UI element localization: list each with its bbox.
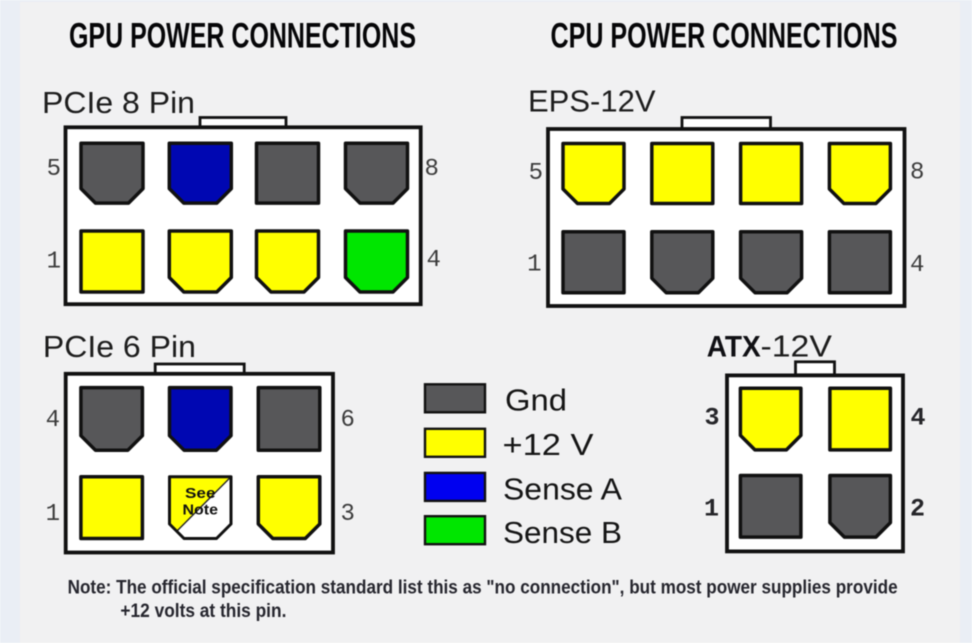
svg-text:6: 6 [341, 407, 355, 434]
svg-text:4: 4 [910, 252, 924, 279]
svg-text:Note: The official specificati: Note: The official specification standar… [68, 577, 898, 598]
svg-text:1: 1 [704, 495, 719, 524]
svg-text:Gnd: Gnd [505, 382, 567, 417]
svg-text:4: 4 [46, 407, 60, 434]
svg-text:Sense A: Sense A [503, 471, 622, 506]
svg-text:5: 5 [529, 160, 543, 187]
svg-text:1: 1 [527, 252, 541, 279]
svg-text:ATX: ATX [707, 331, 761, 364]
svg-text:PCIe 6 Pin: PCIe 6 Pin [43, 329, 196, 364]
svg-text:+12 volts at this pin.: +12 volts at this pin. [120, 601, 286, 622]
svg-text:4: 4 [427, 247, 441, 274]
svg-text:3: 3 [704, 404, 719, 433]
svg-text:3: 3 [341, 501, 355, 528]
svg-text:Sense B: Sense B [503, 515, 622, 550]
svg-text:1: 1 [47, 249, 61, 276]
svg-text:1: 1 [46, 501, 60, 528]
svg-text:+12 V: +12 V [503, 427, 594, 462]
svg-text:Note: Note [183, 503, 219, 519]
svg-text:GPU POWER CONNECTIONS: GPU POWER CONNECTIONS [69, 16, 416, 55]
svg-text:CPU POWER CONNECTIONS: CPU POWER CONNECTIONS [551, 16, 898, 55]
svg-text:8: 8 [910, 160, 924, 187]
svg-text:8: 8 [425, 156, 439, 183]
svg-text:4: 4 [911, 404, 926, 433]
svg-text:See: See [185, 486, 216, 502]
svg-text:-12V: -12V [761, 329, 833, 364]
svg-text:EPS-12V: EPS-12V [528, 84, 656, 119]
svg-text:5: 5 [47, 156, 61, 183]
svg-text:PCIe 8 Pin: PCIe 8 Pin [42, 85, 195, 120]
svg-text:2: 2 [910, 495, 925, 524]
